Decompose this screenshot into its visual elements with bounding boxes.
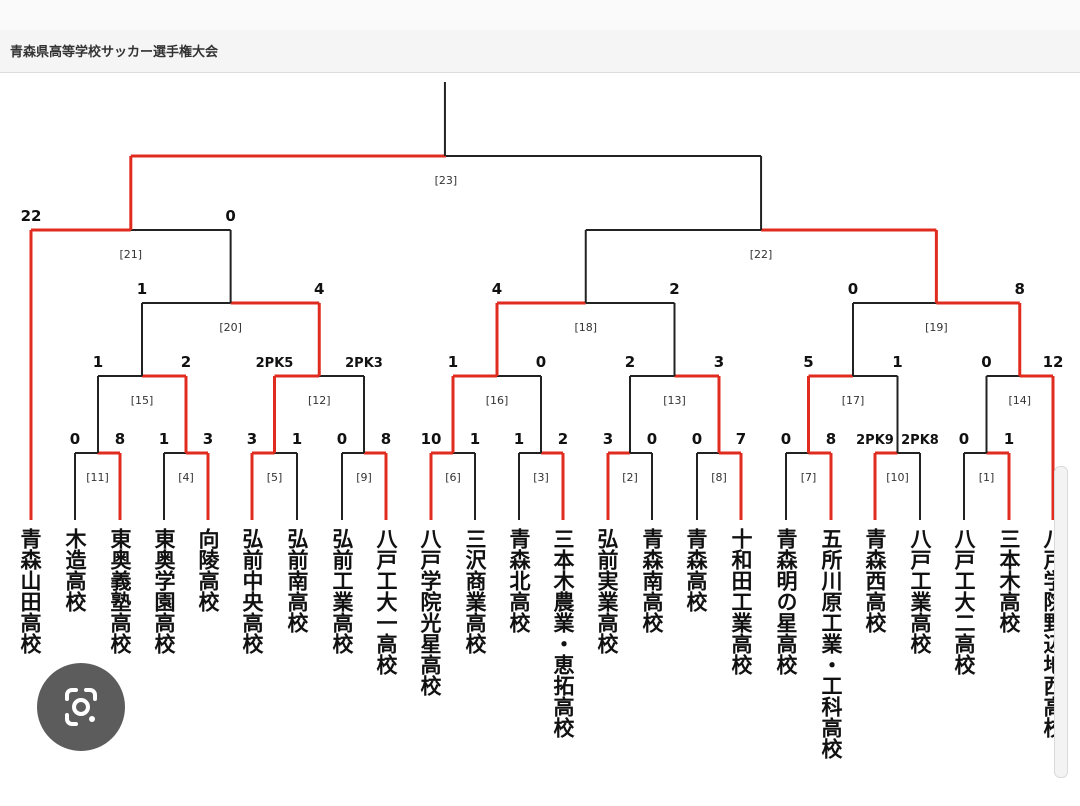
match-label: [6] xyxy=(445,471,461,484)
match-label: [20] xyxy=(219,321,242,334)
match-label: [11] xyxy=(86,471,109,484)
match-label: [7] xyxy=(801,471,817,484)
team-name: 青森山田高校 xyxy=(18,528,42,654)
score-left: 0 xyxy=(781,430,791,448)
score-right: 2PK8 xyxy=(901,433,939,448)
match-label: [19] xyxy=(925,321,948,334)
match-label: [8] xyxy=(711,471,727,484)
team-name: 弘前中央高校 xyxy=(240,528,264,654)
score-left: 2PK9 xyxy=(856,433,894,448)
score-left: 0 xyxy=(981,353,991,371)
score-left: 22 xyxy=(21,207,42,225)
score-right: 2PK3 xyxy=(345,356,383,371)
score-right: 0 xyxy=(536,353,546,371)
score-right: 0 xyxy=(225,207,235,225)
team-name: 弘前実業高校 xyxy=(595,528,619,654)
score-right: 3 xyxy=(203,430,213,448)
top-strip xyxy=(0,0,1080,30)
scrollbar[interactable] xyxy=(1054,466,1068,778)
team-name: 木造高校 xyxy=(63,528,87,612)
score-right: 8 xyxy=(381,430,391,448)
score-left: 1 xyxy=(159,430,169,448)
team-name: 八戸工大二高校 xyxy=(952,528,976,675)
score-left: 1 xyxy=(93,353,103,371)
score-right: 2 xyxy=(181,353,191,371)
google-lens-icon xyxy=(65,688,97,726)
score-left: 1 xyxy=(514,430,524,448)
team-name: 青森西高校 xyxy=(863,528,887,633)
team-name: 五所川原工業・工科高校 xyxy=(819,528,843,759)
match-label: [13] xyxy=(663,394,686,407)
team-name: 三本木高校 xyxy=(997,528,1021,633)
score-right: 4 xyxy=(314,280,324,298)
lens-button[interactable] xyxy=(37,663,125,751)
score-right: 12 xyxy=(1043,353,1064,371)
match-label: [17] xyxy=(842,394,865,407)
match-label: [10] xyxy=(886,471,909,484)
team-name: 八戸工業高校 xyxy=(908,528,932,654)
team-name: 向陵高校 xyxy=(196,528,220,612)
team-name: 十和田工業高校 xyxy=(729,528,753,675)
header-bar: 青森県高等学校サッカー選手権大会 xyxy=(0,30,1080,73)
score-left: 10 xyxy=(421,430,442,448)
score-right: 0 xyxy=(647,430,657,448)
score-right: 1 xyxy=(470,430,480,448)
match-label: [16] xyxy=(486,394,509,407)
team-name: 青森南高校 xyxy=(640,528,664,633)
match-label: [9] xyxy=(356,471,372,484)
team-name: 八戸学院光星高校 xyxy=(418,528,442,696)
score-right: 8 xyxy=(826,430,836,448)
match-label: [4] xyxy=(178,471,194,484)
match-label: [3] xyxy=(533,471,549,484)
score-right: 1 xyxy=(1004,430,1014,448)
team-name: 三沢商業高校 xyxy=(463,528,487,654)
match-label: [23] xyxy=(435,174,458,187)
score-left: 0 xyxy=(692,430,702,448)
match-label: [22] xyxy=(750,248,773,261)
team-name: 青森高校 xyxy=(684,528,708,612)
team-name: 八戸工大一高校 xyxy=(374,528,398,675)
score-left: 4 xyxy=(492,280,502,298)
team-name: 三本木農業・恵拓高校 xyxy=(551,528,575,738)
score-right: 2 xyxy=(669,280,679,298)
score-right: 2 xyxy=(558,430,568,448)
score-right: 8 xyxy=(1015,280,1025,298)
team-name: 青森明の星高校 xyxy=(774,528,798,675)
team-name: 弘前工業高校 xyxy=(330,528,354,654)
score-left: 3 xyxy=(247,430,257,448)
match-label: [1] xyxy=(979,471,995,484)
match-label: [2] xyxy=(622,471,638,484)
score-right: 8 xyxy=(115,430,125,448)
score-right: 3 xyxy=(714,353,724,371)
team-name: 弘前南高校 xyxy=(285,528,309,633)
match-label: [5] xyxy=(267,471,283,484)
score-left: 2PK5 xyxy=(256,356,294,371)
match-label: [21] xyxy=(120,248,143,261)
match-label: [14] xyxy=(1008,394,1031,407)
match-label: [12] xyxy=(308,394,331,407)
score-left: 0 xyxy=(337,430,347,448)
team-name: 東奥学園高校 xyxy=(152,528,176,654)
score-left: 0 xyxy=(70,430,80,448)
score-right: 1 xyxy=(892,353,902,371)
score-left: 2 xyxy=(625,353,635,371)
score-left: 3 xyxy=(603,430,613,448)
score-left: 0 xyxy=(959,430,969,448)
score-left: 5 xyxy=(803,353,813,371)
score-right: 1 xyxy=(292,430,302,448)
score-left: 1 xyxy=(448,353,458,371)
page-title: 青森県高等学校サッカー選手権大会 xyxy=(10,45,219,60)
team-name: 青森北高校 xyxy=(507,528,531,633)
score-left: 0 xyxy=(848,280,858,298)
score-left: 1 xyxy=(137,280,147,298)
score-right: 7 xyxy=(736,430,746,448)
team-name: 東奥義塾高校 xyxy=(108,528,132,654)
match-label: [15] xyxy=(131,394,154,407)
match-label: [18] xyxy=(574,321,597,334)
